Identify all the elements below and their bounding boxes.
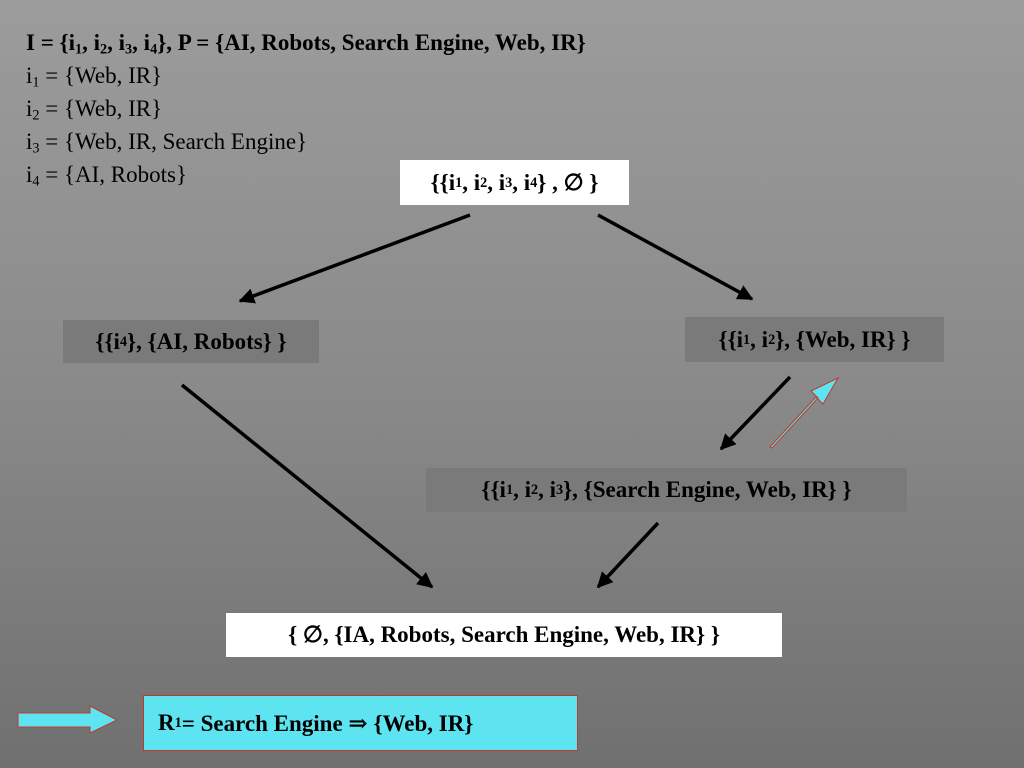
- edge-right-to-middle: [719, 375, 792, 451]
- node-text: }, {Web, IR} }: [775, 326, 911, 352]
- rule-text: R: [158, 710, 175, 735]
- node-text: , i: [750, 326, 769, 352]
- node-text: , i: [462, 169, 481, 195]
- def-text: , i: [132, 30, 151, 55]
- item-text: = {Web, IR}: [39, 96, 163, 121]
- subscript: 4: [32, 173, 40, 190]
- subscript: 3: [32, 140, 40, 157]
- highlight-up-arrow: [769, 376, 840, 449]
- node-text: {{i: [430, 169, 456, 195]
- subscript: 1: [32, 74, 40, 91]
- node-bottom: { ∅, {IA, Robots, Search Engine, Web, IR…: [226, 613, 782, 657]
- def-text: I = {i: [26, 30, 76, 55]
- node-text: }, {AI, Robots} }: [127, 328, 287, 354]
- item-text: i: [26, 129, 33, 154]
- node-text: {{i: [95, 328, 120, 354]
- node-text: , i: [487, 169, 506, 195]
- node-text: { ∅, {IA, Robots, Search Engine, Web, IR…: [288, 622, 720, 647]
- edge-top-to-right: [597, 213, 754, 301]
- node-text: , i: [512, 169, 531, 195]
- definition-item-2: i2 = {Web, IR}: [26, 92, 586, 125]
- edge-top-to-left: [238, 213, 471, 304]
- subscript: 2: [100, 41, 108, 58]
- node-text: , i: [513, 477, 531, 502]
- node-text: } , ∅ }: [537, 169, 599, 195]
- node-text: , i: [538, 477, 556, 502]
- definition-item-4: i4 = {AI, Robots}: [26, 158, 586, 191]
- def-text: }, P = {AI, Robots, Search Engine, Web, …: [157, 30, 586, 55]
- item-text: = {Web, IR}: [39, 63, 163, 88]
- item-text: = {Web, IR, Search Engine}: [39, 129, 308, 154]
- subscript: 4: [150, 41, 158, 58]
- node-text: {{i: [718, 326, 744, 352]
- item-text: i: [26, 63, 33, 88]
- edge-left-to-bottom: [180, 383, 434, 589]
- definition-sets: I = {i1, i2, i3, i4}, P = {AI, Robots, S…: [26, 26, 586, 59]
- highlight-right-arrow: [17, 705, 119, 734]
- definition-item-1: i1 = {Web, IR}: [26, 59, 586, 92]
- definitions-block: I = {i1, i2, i3, i4}, P = {AI, Robots, S…: [26, 26, 586, 191]
- def-text: , i: [107, 30, 126, 55]
- item-text: = {AI, Robots}: [39, 162, 188, 187]
- rule-text: = Search Engine ⇒ {Web, IR}: [181, 710, 474, 736]
- edge-middle-to-bottom: [596, 521, 660, 589]
- subscript: 2: [32, 107, 40, 124]
- definition-item-3: i3 = {Web, IR, Search Engine}: [26, 125, 586, 158]
- subscript: 3: [125, 41, 133, 58]
- node-text: {{i: [481, 477, 506, 502]
- subscript: 1: [75, 41, 83, 58]
- item-text: i: [26, 96, 33, 121]
- def-text: , i: [82, 30, 101, 55]
- item-text: i: [26, 162, 33, 187]
- node-text: }, {Search Engine, Web, IR} }: [563, 477, 852, 502]
